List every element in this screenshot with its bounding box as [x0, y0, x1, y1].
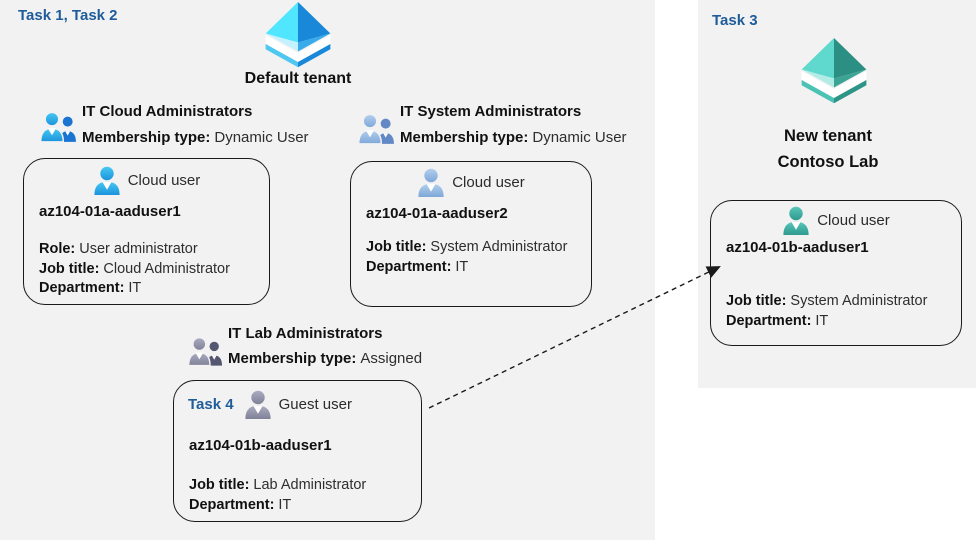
- user-type-label: Cloud user: [127, 172, 201, 189]
- group-people-icon-blue: [40, 111, 78, 143]
- username: az104-01a-aaduser2: [366, 205, 508, 222]
- group-membership-it-cloud-admins: Membership type:Dynamic User: [82, 129, 309, 146]
- user-type-label: Cloud user: [817, 212, 890, 229]
- membership-type-label: Membership type:: [82, 129, 211, 146]
- person-icon-slate: [244, 390, 272, 419]
- user-attributes: Role:User administrator Job title:Cloud …: [39, 240, 230, 299]
- attr-job-title: Job title:System Administrator: [366, 239, 568, 255]
- default-tenant-name: Default tenant: [244, 70, 352, 87]
- person-icon-blue: [93, 166, 121, 195]
- membership-type-label: Membership type:: [228, 350, 357, 367]
- card-header: Cloud user: [24, 166, 269, 195]
- membership-type-label: Membership type:: [400, 129, 529, 146]
- new-tenant-name: New tenant Contoso Lab: [728, 123, 928, 175]
- attr-department: Department:IT: [39, 280, 142, 296]
- attr-role: Role:User administrator: [39, 241, 198, 257]
- task-1-2-label: Task 1, Task 2: [18, 7, 118, 24]
- person-icon-teal: [782, 206, 810, 235]
- group-membership-it-lab-admins: Membership type:Assigned: [228, 350, 422, 367]
- person-icon-pale-blue: [417, 168, 445, 197]
- username: az104-01a-aaduser1: [39, 203, 181, 220]
- attr-job-title: Job title:Lab Administrator: [189, 477, 367, 493]
- group-people-icon-pale-blue: [358, 113, 396, 145]
- membership-type-value: Dynamic User: [532, 129, 627, 146]
- user-type-label: Cloud user: [452, 174, 525, 191]
- group-name-it-lab-admins: IT Lab Administrators: [228, 325, 383, 342]
- group-name-it-cloud-admins: IT Cloud Administrators: [82, 103, 253, 120]
- new-tenant-cloud-user-card: Cloud user az104-01b-aaduser1 Job title:…: [710, 200, 962, 346]
- attr-department: Department:IT: [189, 496, 292, 513]
- user-attributes: Job title:Lab Administrator Department:I…: [189, 476, 366, 515]
- user-type-label: Guest user: [278, 396, 352, 413]
- azure-tenant-icon-blue: [261, 2, 335, 68]
- group-people-icon-slate: [188, 336, 224, 367]
- attr-job-title: Job title:System Administrator: [726, 293, 928, 309]
- username: az104-01b-aaduser1: [726, 239, 869, 256]
- azure-tenant-icon-teal: [797, 38, 871, 104]
- user-card-aaduser1: Cloud user az104-01a-aaduser1 Role:User …: [23, 158, 270, 305]
- user-attributes: Job title:System Administrator Departmen…: [726, 292, 927, 331]
- card-header: Task 4 Guest user: [174, 390, 421, 419]
- membership-type-value: Assigned: [360, 350, 423, 367]
- task-3-label: Task 3: [712, 12, 758, 29]
- new-tenant-line1: New tenant: [783, 127, 872, 145]
- membership-type-value: Dynamic User: [214, 129, 309, 146]
- task-4-label: Task 4: [188, 396, 234, 413]
- new-tenant-line2: Contoso Lab: [777, 153, 879, 171]
- group-name-it-system-admins: IT System Administrators: [400, 103, 582, 120]
- guest-user-card: Task 4 Guest user az104-01b-aaduser1 Job…: [173, 380, 422, 522]
- attr-department: Department:IT: [366, 258, 469, 275]
- attr-department: Department:IT: [726, 312, 829, 329]
- card-header: Cloud user: [711, 206, 961, 235]
- username: az104-01b-aaduser1: [189, 437, 332, 454]
- attr-job-title: Job title:Cloud Administrator: [39, 260, 230, 277]
- user-attributes: Job title:System Administrator Departmen…: [366, 238, 567, 277]
- user-card-aaduser2: Cloud user az104-01a-aaduser2 Job title:…: [350, 161, 592, 307]
- card-header: Cloud user: [351, 168, 591, 197]
- group-membership-it-system-admins: Membership type:Dynamic User: [400, 129, 627, 146]
